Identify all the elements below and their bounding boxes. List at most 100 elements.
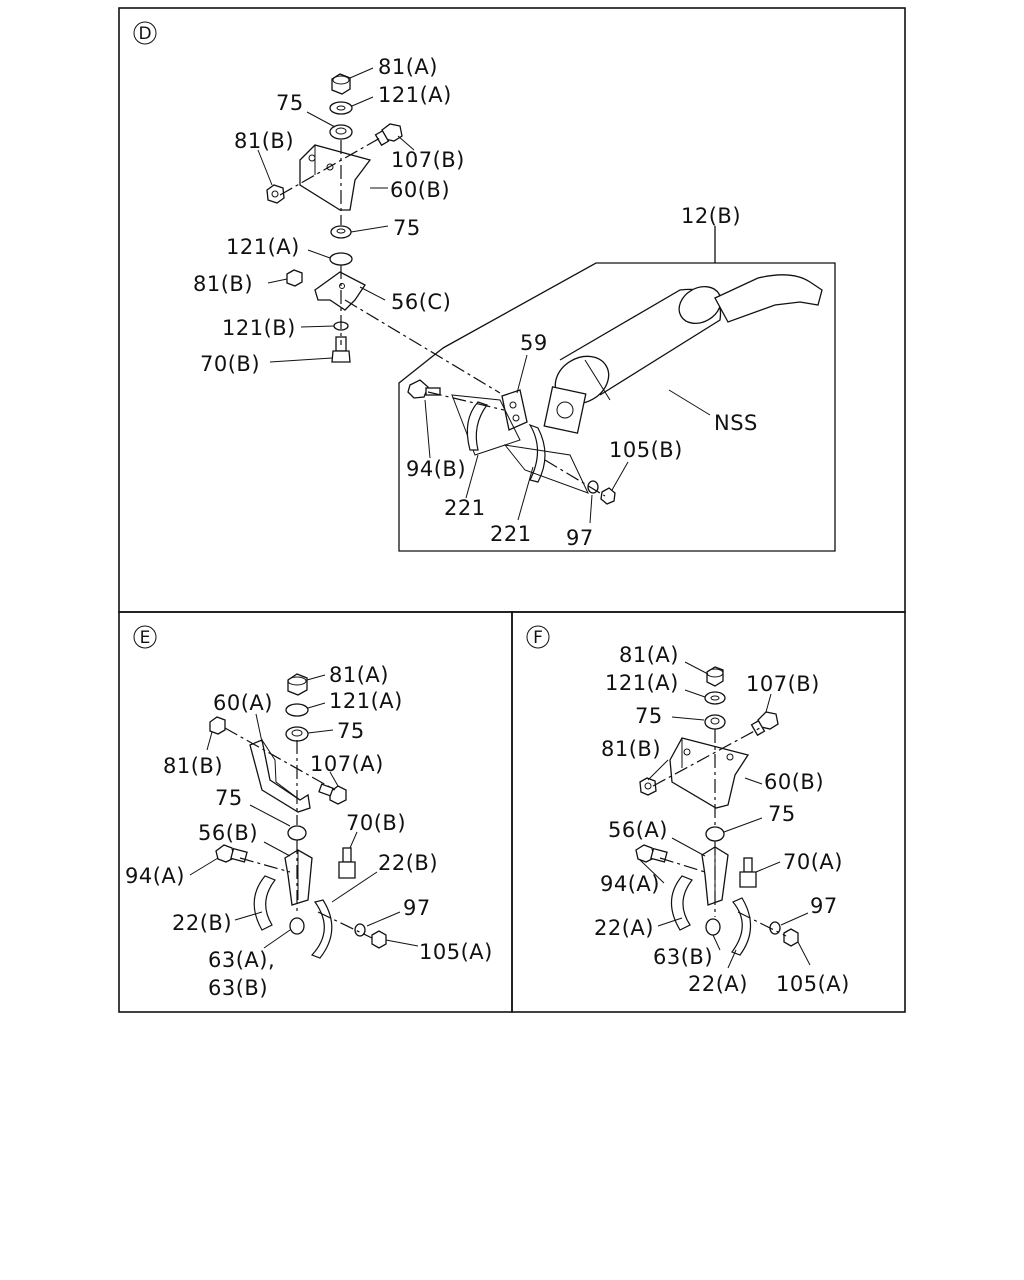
bracket-56b-icon [284,849,313,906]
bracket-60a-icon [249,739,311,813]
rubber-75-lower-icon [287,825,307,841]
label-105a: 105(A) [776,972,850,996]
washer-121a-icon [285,703,309,717]
bracket-60b-icon [299,144,372,211]
section-tag-e: E [133,625,157,649]
label-22a-bottom: 22(A) [688,972,748,996]
label-81a: 81(A) [378,55,438,79]
nut-81a-icon [331,73,351,95]
assembly-lines-d [279,137,606,497]
clamp-22a-right-icon [731,897,752,956]
rubber-75-lower-icon [705,826,725,842]
leader-lines-f [639,661,811,969]
nut-81b-icon [639,777,657,796]
label-75: 75 [276,91,304,115]
label-63b: 63(B) [208,976,268,1000]
bolt-94b-icon [407,379,441,399]
washer-121a-lower-icon [329,252,353,266]
label-22b-left: 22(B) [172,911,232,935]
label-63b: 63(B) [653,945,713,969]
label-97: 97 [810,894,838,918]
section-d: D [133,21,836,552]
label-94a: 94(A) [600,872,660,896]
washer-121a-icon [704,691,726,705]
label-60a: 60(A) [213,691,273,715]
label-81a: 81(A) [329,663,389,687]
nut-81a-icon [706,666,724,687]
nut-81b-icon [209,716,226,735]
label-nss: NSS [714,411,758,435]
label-75-lower: 75 [215,786,243,810]
muffler-detail-box [398,226,836,552]
label-75-lower: 75 [768,802,796,826]
clamp-22b-left-icon [253,875,276,931]
nut-81b-lower-icon [286,269,303,287]
label-107b: 107(B) [391,148,465,172]
label-94a: 94(A) [125,864,185,888]
washer-121a-icon [329,101,353,115]
label-105a: 105(A) [419,940,493,964]
bolt-107b-icon [374,123,403,147]
label-22a-left: 22(A) [594,916,654,940]
label-107b: 107(B) [746,672,820,696]
labels-d: 81(A) 121(A) 75 81(B) 107(B) 60(B) 75 12… [193,55,758,550]
assembly-lines-e [224,727,373,939]
label-121a: 121(A) [329,689,403,713]
bracket-60b-icon [669,737,750,809]
label-75: 75 [635,704,663,728]
section-tag-d: D [133,21,157,45]
label-121a-lower: 121(A) [226,235,300,259]
bolt-107b-icon [750,711,779,737]
label-81a: 81(A) [619,643,679,667]
labels-f: 81(A) 121(A) 107(B) 75 81(B) 60(B) 75 56… [594,643,850,996]
label-56a: 56(A) [608,818,668,842]
bolt-94a-icon [215,844,248,863]
bolt-94a-icon [635,844,668,863]
rubber-75-lower-icon [330,225,352,239]
label-75-lower: 75 [393,216,421,240]
leader-lines-e [189,674,419,949]
svg-text:E: E [140,628,151,648]
label-59: 59 [520,331,548,355]
bolt-70a-icon [739,857,757,888]
bolt-70b-icon [338,847,356,879]
label-81b: 81(B) [601,737,661,761]
leader-lines-d [257,67,711,524]
nut-105b-icon [600,487,616,505]
label-75: 75 [337,719,365,743]
label-81b: 81(B) [234,129,294,153]
bolt-107a-icon [318,783,347,805]
label-70b: 70(B) [346,811,406,835]
label-105b: 105(B) [609,438,683,462]
collar-63b-icon [705,918,721,936]
rubber-75-icon [704,714,726,730]
label-221: 221 [444,496,486,520]
nut-105a-icon [371,930,387,949]
assembly-lines-f [652,727,787,937]
muffler-icon [543,274,823,434]
bracket-59-icon [501,389,528,431]
label-121b: 121(B) [222,316,296,340]
rubber-75-icon [329,124,353,140]
washer-97-icon [354,923,366,937]
clamp-22a-left-icon [670,875,693,931]
bracket-56c-icon [314,271,366,311]
label-121a: 121(A) [605,671,679,695]
clamp-22b-right-icon [310,899,333,959]
collar-63-icon [289,917,305,935]
svg-text:D: D [138,24,151,44]
label-63a: 63(A), [208,948,275,972]
section-e: E [125,625,493,1000]
label-60b: 60(B) [390,178,450,202]
nut-105a-icon [783,928,799,947]
label-70b: 70(B) [200,352,260,376]
label-56c: 56(C) [391,290,451,314]
label-94b: 94(B) [406,457,466,481]
svg-text:F: F [533,628,543,648]
rubber-75-icon [285,726,309,742]
section-f: F [526,625,850,996]
diagram-frames [118,7,906,1013]
label-81b-lower: 81(B) [193,272,253,296]
label-97: 97 [566,526,594,550]
labels-e: 81(A) 121(A) 60(A) 75 81(B) 107(A) 75 70… [125,663,493,1000]
